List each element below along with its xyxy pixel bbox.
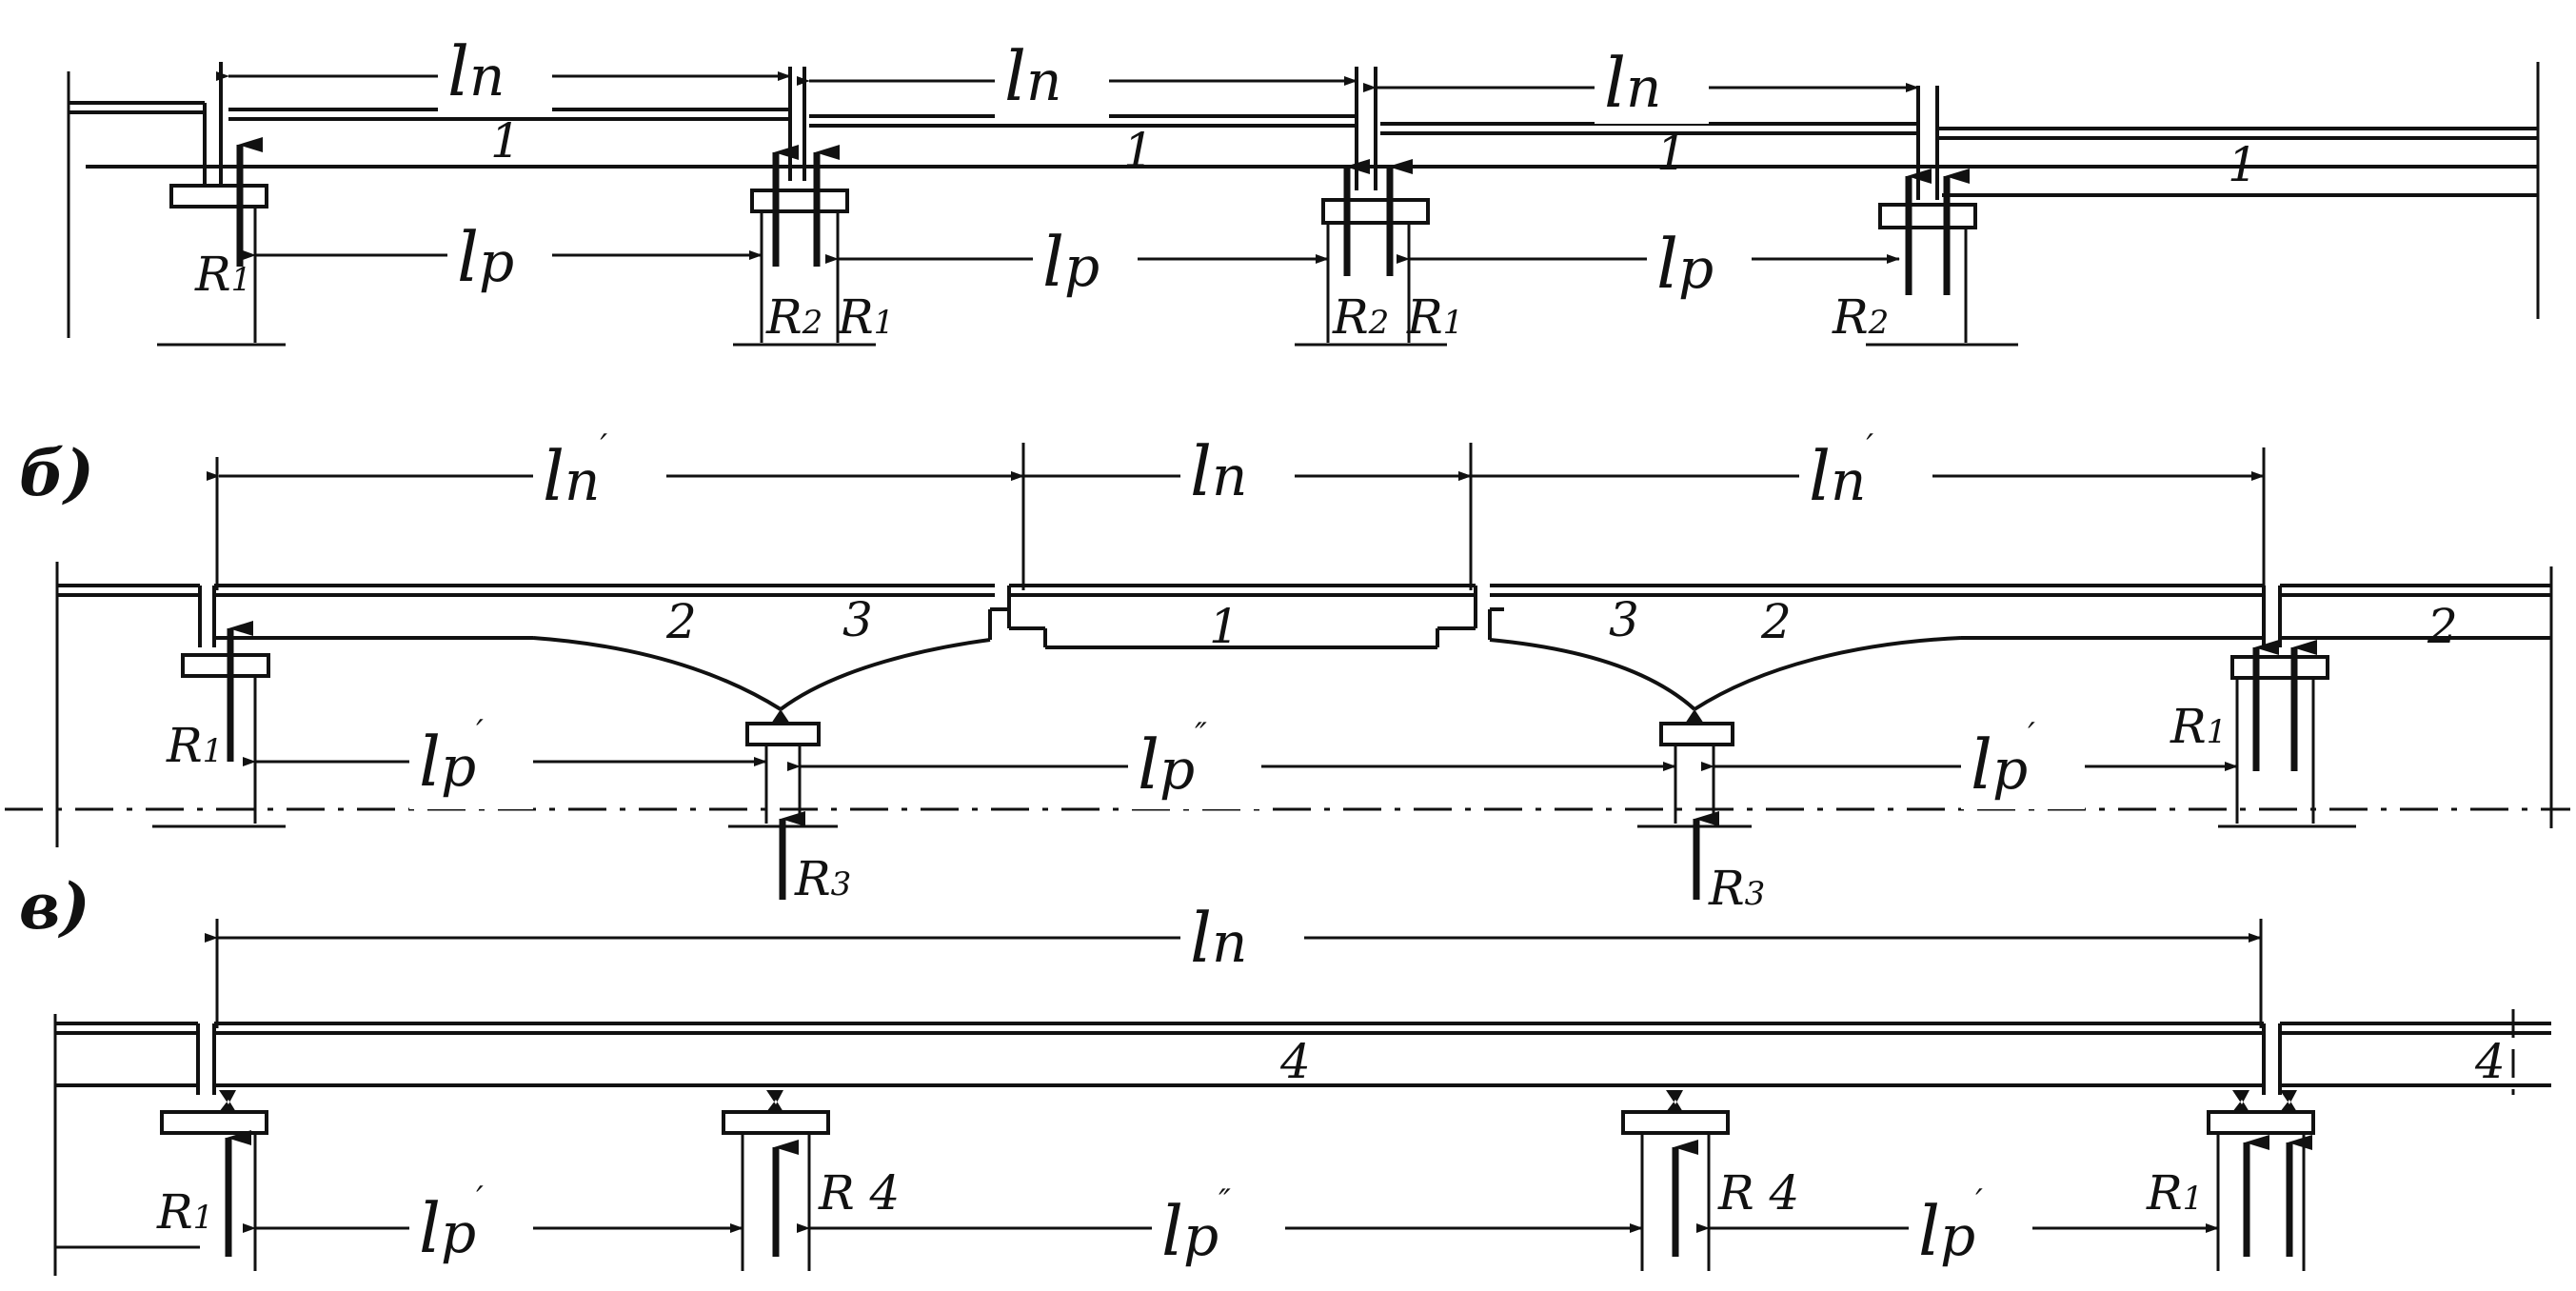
deck-top [55,1022,2551,1095]
design-label: lp [457,217,514,297]
design-label-prime: lp′ [1971,716,2035,804]
span-label-prime: lп′ [1809,427,1873,516]
design-label-prime: lp′ [1918,1182,1983,1271]
reaction-label: R1 [2170,699,2227,754]
reaction-label: R2 [765,289,822,345]
reaction-label: R1 [166,718,223,773]
reaction-label: R1 [194,247,251,302]
panel-b-labels: lп′ lп lп′ 2 3 1 3 2 2 lp′ lp″ lp′ R1 R3… [166,427,2458,916]
panel-c: в) [19,869,2551,1276]
design-label-double-prime: lp″ [1138,716,1207,804]
reaction-label: R2 [1832,289,1889,345]
beam-number: 4 [1279,1034,1311,1089]
reaction-label: R1 [1406,289,1463,345]
beam-number: 4 [2474,1034,2506,1089]
span-label-prime: lп′ [543,427,607,516]
beam-number: 1 [490,113,521,169]
panel-c-label: в) [19,869,90,943]
reaction-label: R1 [156,1184,213,1240]
reaction-label: R3 [1708,861,1765,916]
panel-a: lп lп lп 1 1 1 1 lp lp lp R1 R2 R1 R2 R1… [67,31,2540,347]
beam-number: 1 [2228,137,2258,192]
panel-b: б) [5,427,2570,916]
deck-top [57,584,2551,597]
beam-number: 2 [1760,594,1792,649]
reaction-label: R 4 [818,1165,900,1221]
beam-number: 2 [665,594,697,649]
span-label: lп [447,31,505,111]
support-verticals [253,207,1968,343]
design-label-prime: lp′ [419,1180,484,1268]
reaction-label: R2 [1332,289,1389,345]
beam-number: 2 [2427,599,2458,654]
beam-number: 3 [842,592,873,647]
support-verticals [253,1133,2306,1271]
supports [169,184,1977,229]
span-label: lп [1604,43,1661,123]
span-label: lп [1190,431,1247,511]
reaction-label: R 4 [1717,1165,1799,1221]
supports [160,1090,2315,1135]
design-label-prime: lp′ [419,713,484,802]
cantilever-outline [198,586,2551,711]
reaction-label: R1 [837,289,894,345]
reaction-arrows [227,621,2317,900]
beam-bottoms [86,165,2538,197]
reaction-arrows [236,137,1970,295]
supports [181,653,2329,746]
design-label: lp [1656,224,1714,304]
beam-number: 1 [1209,599,1239,654]
design-label: lp [1042,222,1100,302]
beam-number: 1 [1656,126,1687,181]
design-label-double-prime: lp″ [1161,1182,1231,1271]
beam-ends [203,62,1939,200]
reaction-label: R3 [794,851,851,906]
panel-b-label: б) [19,436,94,510]
panel-a-labels: lп lп lп 1 1 1 1 lp lp lp R1 R2 R1 R2 R1… [194,31,2258,345]
span-label: lп [1004,36,1061,116]
reaction-label: R1 [2146,1165,2203,1221]
support-verticals [253,676,2315,824]
beam-number: 3 [1609,592,1639,647]
reaction-arrows [225,1130,2312,1257]
panel-c-labels: lп 4 4 lp′ lp″ lp′ R1 R 4 R 4 R1 [156,898,2506,1276]
beam-number: 1 [1123,123,1154,178]
span-label: lп [1190,898,1247,978]
